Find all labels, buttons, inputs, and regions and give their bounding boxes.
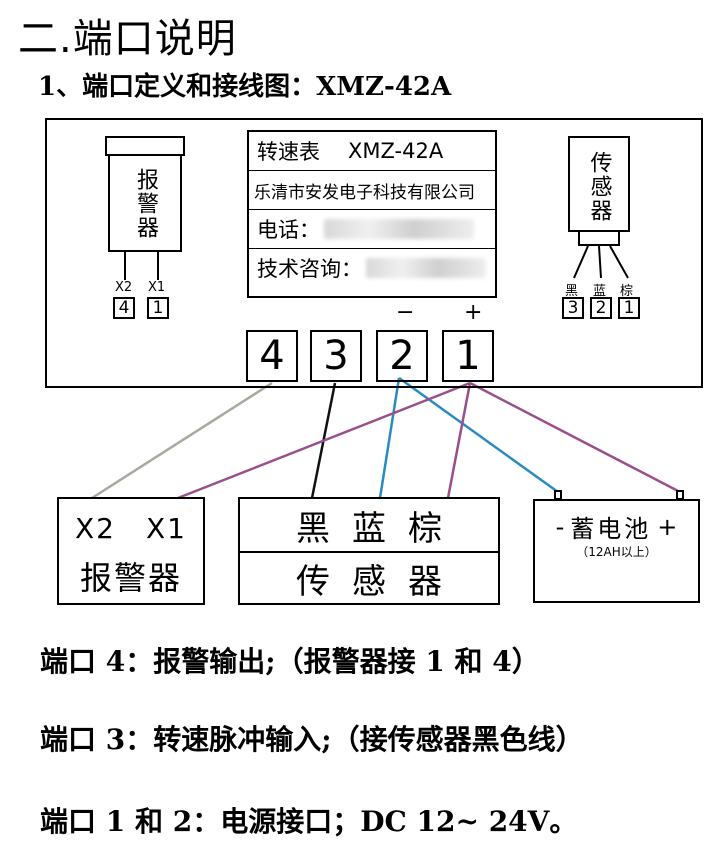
- alarm-device-cap: [105, 136, 185, 156]
- note-port-4: 端口 4：报警输出;（报警器接 1 和 4）: [40, 645, 540, 678]
- polarity-plus: +: [464, 300, 483, 325]
- sensor-box-label: 传感器: [296, 561, 464, 602]
- alarm-pin-x2: X2: [115, 280, 133, 295]
- sensor-wire-black-label: 黑: [565, 284, 579, 299]
- battery-minus-sign: -: [555, 512, 565, 541]
- diagram-subtitle: 1、端口定义和接线图：XMZ-42A: [38, 72, 452, 102]
- wire-port1-to-battery-plus: [469, 381, 681, 494]
- main-terminal-2: 2: [376, 330, 428, 382]
- meter-label-plate: 转速表 XMZ-42A 乐清市安发电子科技有限公司 电话： 技术咨询：: [247, 130, 497, 298]
- battery-plus-sign: +: [657, 512, 678, 541]
- alarm-box: X2 X1 报警器: [57, 497, 205, 605]
- sensor-wire-brown-label: 棕: [620, 284, 634, 299]
- redacted-support-number: [366, 258, 486, 278]
- redacted-phone: [324, 219, 474, 239]
- section-title: 二.端口说明: [18, 16, 237, 62]
- alarm-box-pins: X2 X1: [75, 512, 187, 545]
- plate-row-company: 乐清市安发电子科技有限公司: [249, 171, 495, 210]
- polarity-minus: −: [396, 300, 415, 325]
- sensor-terminal-1: 1: [618, 297, 640, 319]
- main-terminal-1: 1: [442, 330, 494, 382]
- battery-label: 蓄电池: [570, 515, 652, 543]
- sensor-device-leads: [573, 245, 629, 279]
- plate-row-phone: 电话：: [249, 210, 495, 249]
- plate-company: 乐清市安发电子科技有限公司: [254, 182, 475, 203]
- battery-box-main: - 蓄电池 +: [535, 509, 698, 544]
- sensor-device-body: 传感器: [568, 136, 630, 232]
- meter-panel: [45, 118, 703, 388]
- alarm-pin-x1: X1: [148, 280, 166, 295]
- plate-model: XMZ-42A: [348, 139, 444, 163]
- sensor-terminal-3: 3: [562, 297, 584, 319]
- plate-support-label: 技术咨询：: [257, 257, 362, 281]
- alarm-terminal-1: 1: [147, 297, 169, 319]
- sensor-box-colors: 黑蓝棕: [240, 499, 498, 553]
- sensor-box: 黑蓝棕 传感器: [238, 497, 500, 605]
- plate-meter-name: 转速表: [257, 140, 320, 164]
- alarm-terminal-4: 4: [113, 297, 135, 319]
- main-terminal-3: 3: [310, 330, 362, 382]
- main-terminal-4: 4: [246, 330, 298, 382]
- note-port-3: 端口 3：转速脉冲输入;（接传感器黑色线）: [40, 723, 584, 756]
- sensor-wire-blue-label: 蓝: [593, 284, 607, 299]
- wire-port4-to-x2: [91, 381, 273, 500]
- sensor-device-neck: [578, 232, 620, 246]
- plate-row-support: 技术咨询：: [249, 249, 495, 287]
- wire-port2-to-blue: [378, 377, 401, 499]
- wire-port1-to-brown: [446, 382, 472, 499]
- wire-port2-to-battery-minus: [398, 376, 559, 494]
- plate-row-title: 转速表 XMZ-42A: [249, 132, 495, 171]
- alarm-device-leads: [124, 252, 159, 280]
- alarm-device-label: 报警器: [133, 168, 158, 240]
- battery-capacity-note: （12AH以上）: [576, 545, 657, 559]
- alarm-device-body: 报警器: [108, 156, 182, 252]
- plate-phone-label: 电话：: [257, 218, 320, 242]
- sensor-terminal-2: 2: [590, 297, 612, 319]
- wire-port1-to-x1: [177, 381, 471, 500]
- sensor-device-label: 传感器: [586, 151, 612, 223]
- note-port-1-2: 端口 1 和 2：电源接口；DC 12~ 24V。: [40, 805, 578, 838]
- battery-box: - 蓄电池 + （12AH以上）: [533, 499, 700, 603]
- alarm-box-label: 报警器: [79, 559, 182, 597]
